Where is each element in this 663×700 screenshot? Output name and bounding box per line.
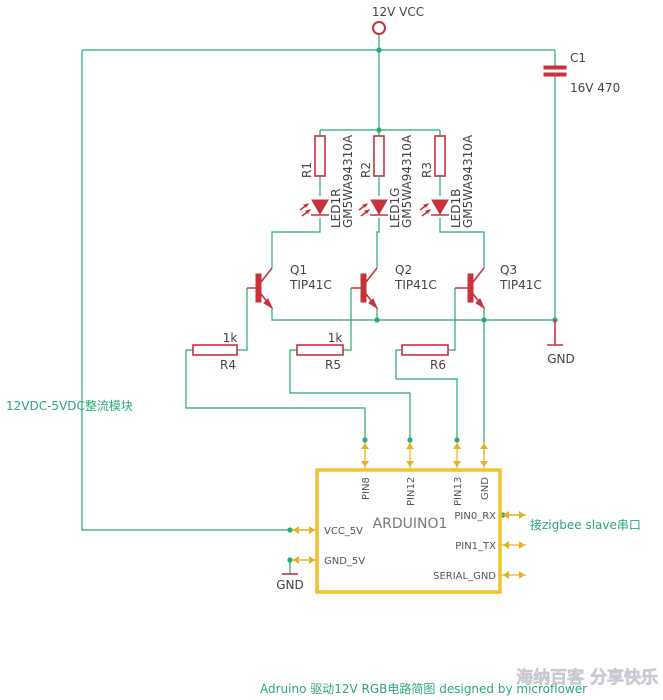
resistor-r6: R6 [401, 344, 449, 372]
capacitor-c1: C1 16V 470 [543, 51, 620, 95]
capacitor-ref: C1 [570, 51, 586, 65]
watermark: 海纳百客 分享快乐 [516, 667, 658, 688]
resistor-r1: R1 [300, 130, 326, 196]
top-pin-arrows [361, 442, 488, 468]
resistor-r3: R3 [420, 130, 446, 196]
r6-ref: R6 [430, 358, 446, 372]
right-pin-arrows [502, 511, 526, 579]
vcc-label: 12V VCC [372, 5, 424, 19]
led-blue: LED1B GM5WA94310A [419, 134, 475, 228]
r4-ref: R4 [220, 358, 236, 372]
r2-ref: R2 [359, 162, 373, 178]
pin8-label: PIN8 [361, 477, 372, 500]
gnd-pin-label: GND [480, 477, 491, 500]
r5-value: 1k [328, 331, 343, 345]
gnd5v-label: GND_5V [324, 556, 365, 567]
led-red-part: GM5WA94310A [341, 134, 355, 228]
vcc5v-label: VCC_5V [324, 526, 363, 537]
q2-part: TIP41C [394, 278, 437, 292]
pin0rx-label: PIN0_RX [454, 511, 496, 522]
module-label: 12VDC-5VDC整流模块 [6, 398, 133, 413]
pin12-label: PIN12 [406, 477, 417, 506]
transistor-q2: Q2 TIP41C [351, 263, 437, 310]
led-blue-part: GM5WA94310A [461, 134, 475, 228]
pin13-label: PIN13 [453, 477, 464, 506]
zigbee-label: 接zigbee slave串口 [530, 517, 641, 532]
serialgnd-label: SERIAL_GND [433, 571, 496, 582]
led-green-part: GM5WA94310A [400, 134, 414, 228]
led-green: LED1G GM5WA94310A [358, 134, 414, 228]
wire-junctions [287, 47, 558, 563]
arduino-outline [315, 468, 502, 594]
q3-ref: Q3 [500, 263, 517, 277]
resistor-r4: 1k R4 [192, 331, 238, 372]
q2-ref: Q2 [395, 263, 412, 277]
r5-ref: R5 [325, 358, 341, 372]
gnd-label-main: GND [547, 352, 575, 366]
capacitor-value: 16V 470 [570, 81, 620, 95]
wires [81, 35, 556, 574]
arduino-name: ARDUINO1 [373, 516, 448, 532]
vcc-symbol: 12V VCC [372, 5, 424, 35]
r1-ref: R1 [300, 162, 314, 178]
led-green-ref: LED1G [388, 188, 402, 228]
resistor-r5: 1k R5 [296, 331, 344, 372]
gnd-symbol-main: GND [547, 320, 575, 366]
left-pin-arrows [292, 526, 316, 564]
resistor-r2: R2 [359, 130, 385, 196]
led-red-ref: LED1R [329, 189, 343, 228]
transistor-q1: Q1 TIP41C [247, 263, 332, 310]
footer-caption: Adruino 驱动12V RGB电路简图 designed by microf… [260, 681, 587, 696]
led-blue-ref: LED1B [449, 189, 463, 228]
transistor-q3: Q3 TIP41C [455, 263, 542, 310]
q1-part: TIP41C [289, 278, 332, 292]
led-red: LED1R GM5WA94310A [299, 134, 355, 228]
q3-part: TIP41C [499, 278, 542, 292]
gnd-symbol-5v: GND [276, 573, 304, 592]
q1-ref: Q1 [290, 263, 307, 277]
gnd-label-5v: GND [276, 578, 304, 592]
arduino-module: ARDUINO1 PIN8 PIN12 PIN13 GND VCC_5V GND… [292, 442, 526, 594]
r3-ref: R3 [420, 162, 434, 178]
pin1tx-label: PIN1_TX [455, 541, 496, 552]
r4-value: 1k [223, 331, 238, 345]
